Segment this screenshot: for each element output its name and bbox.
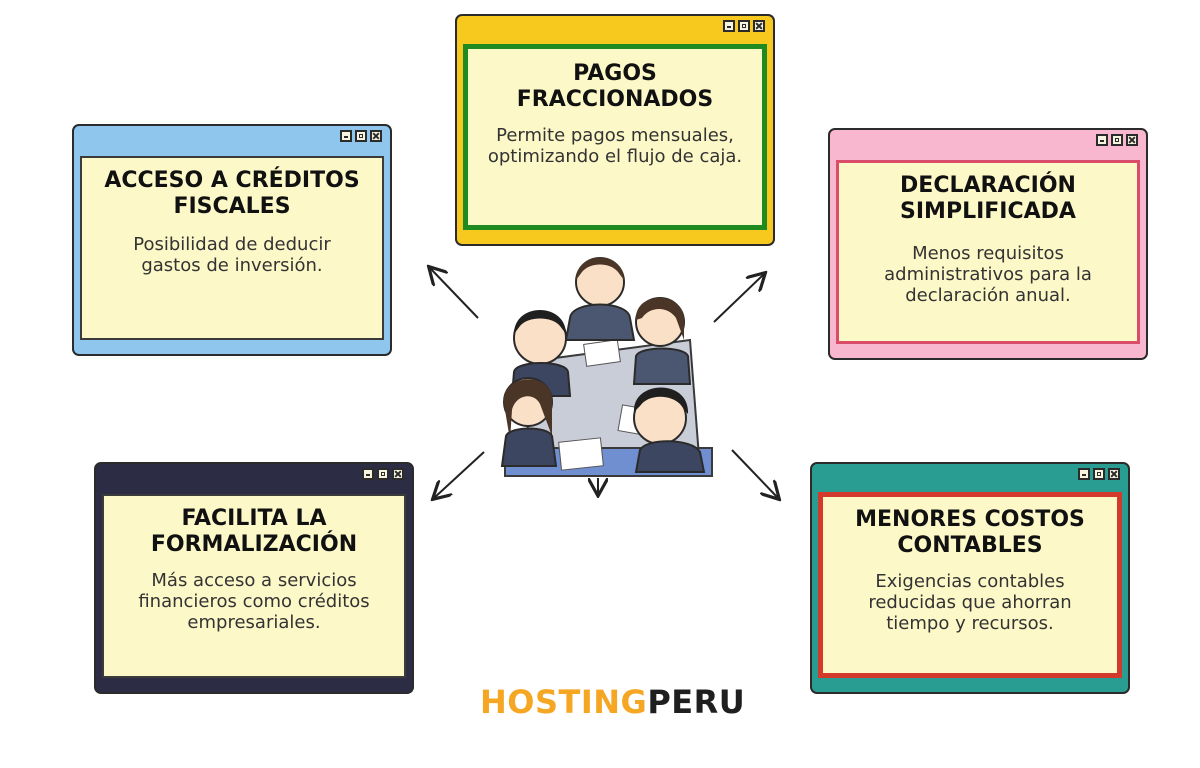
box-menores-costos: MENORES COSTOS CONTABLES Exigencias cont…	[810, 462, 1130, 694]
minimize-icon	[340, 130, 352, 142]
arrow-to-declaracion	[713, 274, 764, 323]
box-pagos-fraccionados: PAGOS FRACCIONADOS Permite pagos mensual…	[455, 14, 775, 246]
window-titlebar	[96, 464, 412, 486]
logo-main-text: PERU	[647, 683, 746, 721]
box-title: PAGOS FRACCIONADOS	[516, 61, 714, 112]
maximize-icon	[738, 20, 750, 32]
box-title: DECLARACIÓN SIMPLIFICADA	[900, 173, 1076, 224]
box-declaracion-simplificada: DECLARACIÓN SIMPLIFICADA Menos requisito…	[828, 128, 1148, 360]
close-icon	[392, 468, 404, 480]
window-titlebar	[457, 16, 773, 38]
maximize-icon	[355, 130, 367, 142]
box-description: Permite pagos mensuales, optimizando el …	[487, 125, 743, 167]
window-titlebar	[812, 464, 1128, 486]
logo-accent-text: OSTING	[507, 683, 648, 721]
close-icon	[753, 20, 765, 32]
box-title: FACILITA LA FORMALIZACIÓN	[150, 506, 358, 557]
arrow-to-creditos	[430, 268, 479, 319]
box-facilita-formalizacion: FACILITA LA FORMALIZACIÓN Más acceso a s…	[94, 462, 414, 694]
maximize-icon	[1093, 468, 1105, 480]
minimize-icon	[1096, 134, 1108, 146]
window-titlebar	[830, 130, 1146, 152]
box-title: ACCESO A CRÉDITOS FISCALES	[104, 168, 360, 219]
arrow-to-costos	[731, 449, 778, 498]
box-panel: DECLARACIÓN SIMPLIFICADA Menos requisito…	[836, 160, 1140, 344]
minimize-icon	[723, 20, 735, 32]
box-acceso-creditos: ACCESO A CRÉDITOS FISCALES Posibilidad d…	[72, 124, 392, 356]
box-title: MENORES COSTOS CONTABLES	[855, 507, 1085, 558]
window-titlebar	[74, 126, 390, 148]
box-panel: PAGOS FRACCIONADOS Permite pagos mensual…	[463, 44, 767, 230]
box-description: Exigencias contables reducidas que ahorr…	[868, 571, 1072, 634]
logo-mark: H	[480, 683, 508, 721]
box-description: Posibilidad de deducir gastos de inversi…	[133, 234, 331, 276]
business-meeting-illustration	[500, 257, 713, 477]
box-panel: ACCESO A CRÉDITOS FISCALES Posibilidad d…	[80, 156, 384, 340]
box-panel: MENORES COSTOS CONTABLES Exigencias cont…	[818, 492, 1122, 678]
close-icon	[370, 130, 382, 142]
minimize-icon	[1078, 468, 1090, 480]
close-icon	[1126, 134, 1138, 146]
minimize-icon	[362, 468, 374, 480]
close-icon	[1108, 468, 1120, 480]
arrow-to-formalizacion	[434, 451, 485, 498]
box-panel: FACILITA LA FORMALIZACIÓN Más acceso a s…	[102, 494, 406, 678]
box-description: Menos requisitos administrativos para la…	[884, 243, 1092, 306]
maximize-icon	[377, 468, 389, 480]
box-description: Más acceso a servicios financieros como …	[138, 570, 370, 633]
maximize-icon	[1111, 134, 1123, 146]
